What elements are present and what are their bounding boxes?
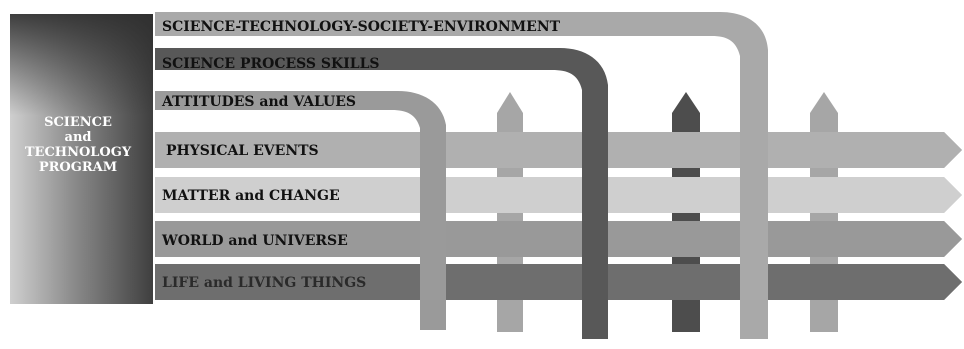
strand-labels: SCIENCE-TECHNOLOGY-SOCIETY-ENVIRONMENT S… bbox=[161, 19, 561, 110]
label-life-and-living-things: LIFE and LIVING THINGS bbox=[162, 275, 366, 291]
program-line-3: TECHNOLOGY bbox=[25, 145, 132, 160]
program-block bbox=[10, 14, 153, 304]
label-attitudes-and-values: ATTITUDES and VALUES bbox=[161, 94, 356, 110]
program-line-1: SCIENCE bbox=[44, 115, 112, 130]
label-matter-and-change: MATTER and CHANGE bbox=[162, 188, 340, 204]
content-area-labels: PHYSICAL EVENTS MATTER and CHANGE WORLD … bbox=[161, 143, 366, 291]
arrow-front-tips bbox=[770, 132, 962, 300]
strand-bands bbox=[155, 12, 768, 339]
band-attitudes-and-values bbox=[155, 91, 446, 330]
program-title: SCIENCE and TECHNOLOGY PROGRAM bbox=[25, 115, 132, 175]
label-science-process-skills: SCIENCE PROCESS SKILLS bbox=[162, 56, 380, 72]
label-physical-events: PHYSICAL EVENTS bbox=[166, 143, 319, 159]
label-science-technology-society-environment: SCIENCE-TECHNOLOGY-SOCIETY-ENVIRONMENT bbox=[162, 19, 561, 35]
program-line-4: PROGRAM bbox=[39, 160, 117, 175]
program-line-2: and bbox=[65, 130, 92, 145]
label-world-and-universe: WORLD and UNIVERSE bbox=[161, 233, 348, 249]
